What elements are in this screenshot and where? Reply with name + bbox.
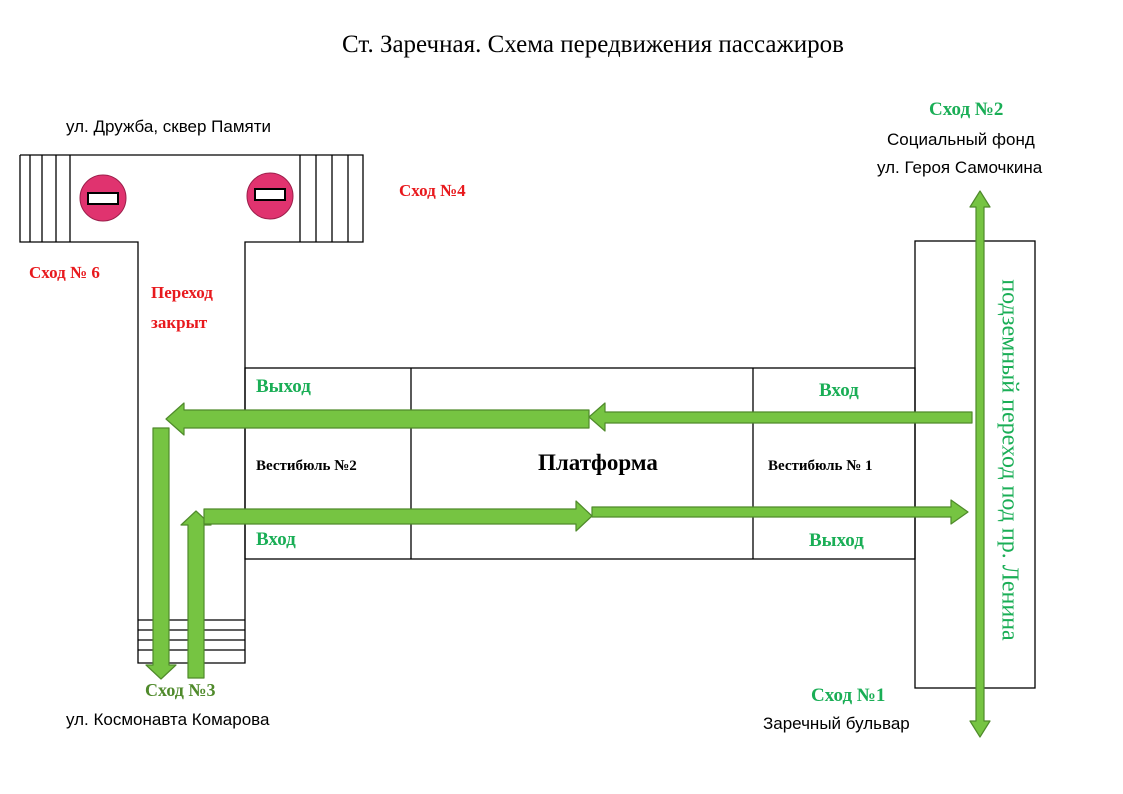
exit-4-label: Сход №4 — [399, 181, 466, 200]
vestibule-2-entry-label: Вход — [256, 529, 296, 550]
exit-3-label: Сход №3 — [145, 680, 216, 700]
exit-3-address: ул. Космонавта Комарова — [66, 710, 270, 729]
top-street-label: ул. Дружба, сквер Памяти — [66, 117, 272, 136]
vestibule-2-name: Вестибюль №2 — [256, 458, 357, 474]
vestibule-1-entry-label: Вход — [819, 380, 859, 401]
stair-steps-left — [29, 155, 71, 242]
vestibule-1-exit-label: Выход — [809, 530, 864, 551]
exit-2-address-line2: ул. Героя Самочкина — [877, 158, 1043, 177]
exit-1-address: Заречный бульвар — [763, 714, 910, 733]
entry-route-arrow-right-segment — [591, 499, 969, 525]
exit-2-address-line1: Социальный фонд — [887, 130, 1035, 149]
page-title: Ст. Заречная. Схема передвижения пассажи… — [342, 31, 844, 58]
exit-route-arrow-right-segment — [588, 402, 973, 432]
exit-route-arrow-left-segment — [165, 402, 590, 436]
underpass-two-way-arrow — [969, 190, 991, 738]
underpass-outline — [914, 240, 1036, 689]
exit-route-arrow-down — [145, 427, 177, 680]
platform-label: Платформа — [538, 450, 658, 475]
entry-route-arrow-up — [180, 510, 212, 679]
stair-steps-right — [299, 155, 349, 242]
no-entry-icon — [79, 174, 127, 222]
exit-6-label: Сход № 6 — [29, 263, 100, 282]
entry-route-arrow-left-segment — [203, 500, 593, 532]
vestibule-2-exit-label: Выход — [256, 376, 311, 397]
closed-passage-line2: закрыт — [151, 313, 208, 332]
top-stair-block-outline — [19, 154, 364, 664]
exit-2-label: Сход №2 — [929, 99, 1004, 120]
no-entry-icon — [246, 172, 294, 220]
underpass-label: подземный переход под пр. Ленина — [996, 279, 1023, 641]
vestibule-1-name: Вестибюль № 1 — [768, 458, 873, 474]
closed-passage-line1: Переход — [151, 283, 213, 302]
exit-1-label: Сход №1 — [811, 685, 886, 706]
